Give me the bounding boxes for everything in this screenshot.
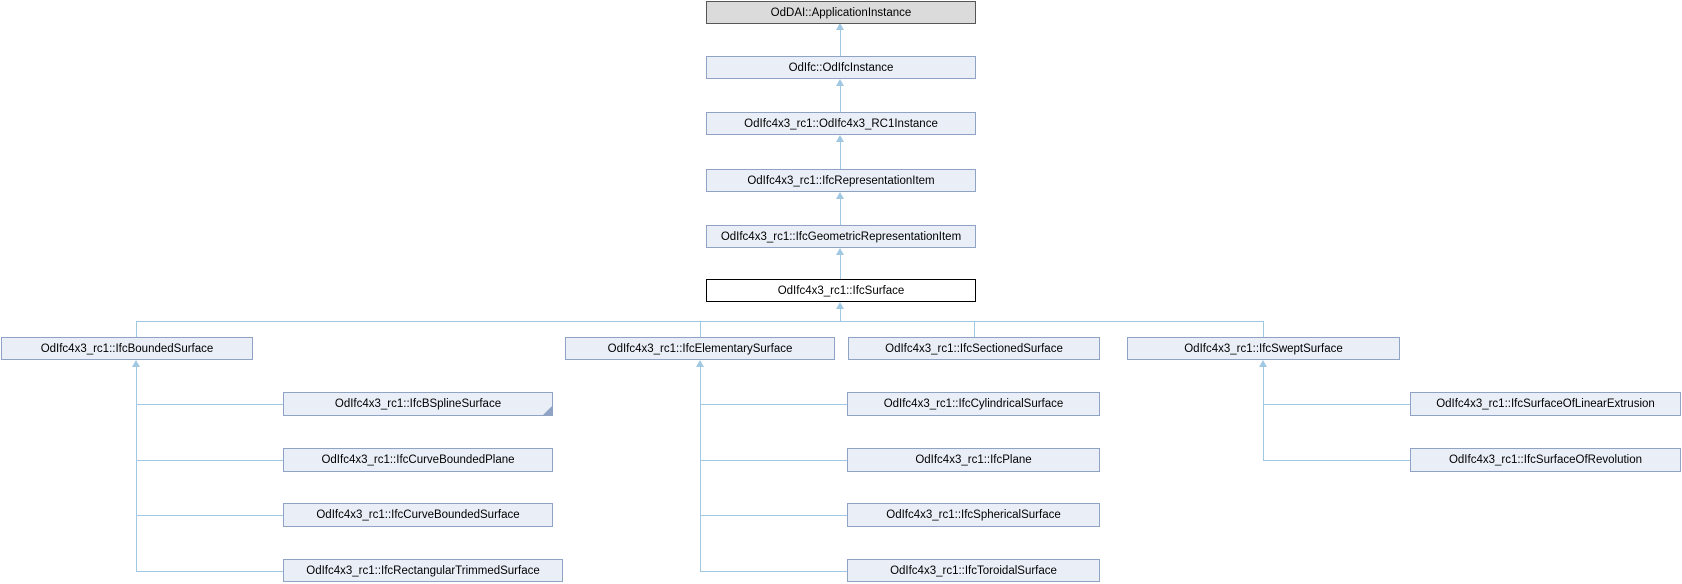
class-node-ifcsurface-current: OdIfc4x3_rc1::IfcSurface <box>706 279 976 302</box>
inheritance-arrow-icon <box>836 135 844 142</box>
edge-line <box>136 321 137 337</box>
inheritance-arrow-icon <box>132 360 140 367</box>
edge-line <box>1263 404 1410 405</box>
edge-line <box>974 321 975 337</box>
edge-line <box>840 309 841 322</box>
edge-line <box>700 321 701 337</box>
edge-line <box>1263 367 1264 460</box>
edge-line <box>840 30 841 56</box>
edge-line <box>840 142 841 169</box>
inheritance-arrow-icon <box>836 23 844 30</box>
inheritance-arrow-icon <box>836 302 844 309</box>
class-node-ifcbsplinesurface[interactable]: OdIfc4x3_rc1::IfcBSplineSurface <box>283 392 553 416</box>
edge-line <box>700 404 847 405</box>
edge-line <box>136 367 137 571</box>
edge-line <box>700 515 847 516</box>
edge-line <box>840 255 841 279</box>
inheritance-arrow-icon <box>836 248 844 255</box>
class-node-ifcsurfaceofrevolution[interactable]: OdIfc4x3_rc1::IfcSurfaceOfRevolution <box>1410 448 1681 472</box>
class-node-ifcsphericalsurface[interactable]: OdIfc4x3_rc1::IfcSphericalSurface <box>847 503 1100 527</box>
class-node-ifccylindricalsurface[interactable]: OdIfc4x3_rc1::IfcCylindricalSurface <box>847 392 1100 416</box>
edge-line <box>136 515 283 516</box>
class-node-ifctoroidalsurface[interactable]: OdIfc4x3_rc1::IfcToroidalSurface <box>847 559 1100 582</box>
inheritance-arrow-icon <box>836 79 844 86</box>
class-node-ifcgeometricrepresentationitem[interactable]: OdIfc4x3_rc1::IfcGeometricRepresentation… <box>706 225 976 248</box>
inheritance-arrow-icon <box>1259 360 1267 367</box>
edge-line <box>136 571 283 572</box>
class-node-odifc-odifcinstance[interactable]: OdIfc::OdIfcInstance <box>706 56 976 79</box>
edge-line <box>136 404 283 405</box>
class-node-odifc4x3-rc1instance[interactable]: OdIfc4x3_rc1::OdIfc4x3_RC1Instance <box>706 112 976 135</box>
class-node-ifcsurfaceoflinearextrusion[interactable]: OdIfc4x3_rc1::IfcSurfaceOfLinearExtrusio… <box>1410 392 1681 416</box>
class-node-ifcsweptsurface[interactable]: OdIfc4x3_rc1::IfcSweptSurface <box>1127 337 1400 360</box>
edge-line <box>700 367 701 571</box>
edge-line <box>840 86 841 112</box>
edge-line <box>700 460 847 461</box>
class-node-ifcrectangulartrimmedsurface[interactable]: OdIfc4x3_rc1::IfcRectangularTrimmedSurfa… <box>283 559 563 582</box>
has-subclasses-fold-icon <box>543 406 552 415</box>
edge-line <box>700 571 847 572</box>
class-node-ifccurveboundedplane[interactable]: OdIfc4x3_rc1::IfcCurveBoundedPlane <box>283 448 553 472</box>
class-node-oddai-applicationinstance: OdDAI::ApplicationInstance <box>706 1 976 24</box>
class-node-ifccurveboundedsurface[interactable]: OdIfc4x3_rc1::IfcCurveBoundedSurface <box>283 503 553 527</box>
edge-line <box>1263 460 1410 461</box>
edge-line <box>1263 321 1264 337</box>
class-node-ifcboundedsurface[interactable]: OdIfc4x3_rc1::IfcBoundedSurface <box>1 337 253 360</box>
class-node-ifcsectionedsurface[interactable]: OdIfc4x3_rc1::IfcSectionedSurface <box>848 337 1100 360</box>
edge-line <box>840 199 841 225</box>
edge-line <box>136 460 283 461</box>
class-node-ifcplane[interactable]: OdIfc4x3_rc1::IfcPlane <box>847 448 1100 472</box>
inheritance-arrow-icon <box>836 192 844 199</box>
inheritance-arrow-icon <box>696 360 704 367</box>
class-node-ifcelementarysurface[interactable]: OdIfc4x3_rc1::IfcElementarySurface <box>565 337 835 360</box>
class-node-ifcrepresentationitem[interactable]: OdIfc4x3_rc1::IfcRepresentationItem <box>706 169 976 192</box>
